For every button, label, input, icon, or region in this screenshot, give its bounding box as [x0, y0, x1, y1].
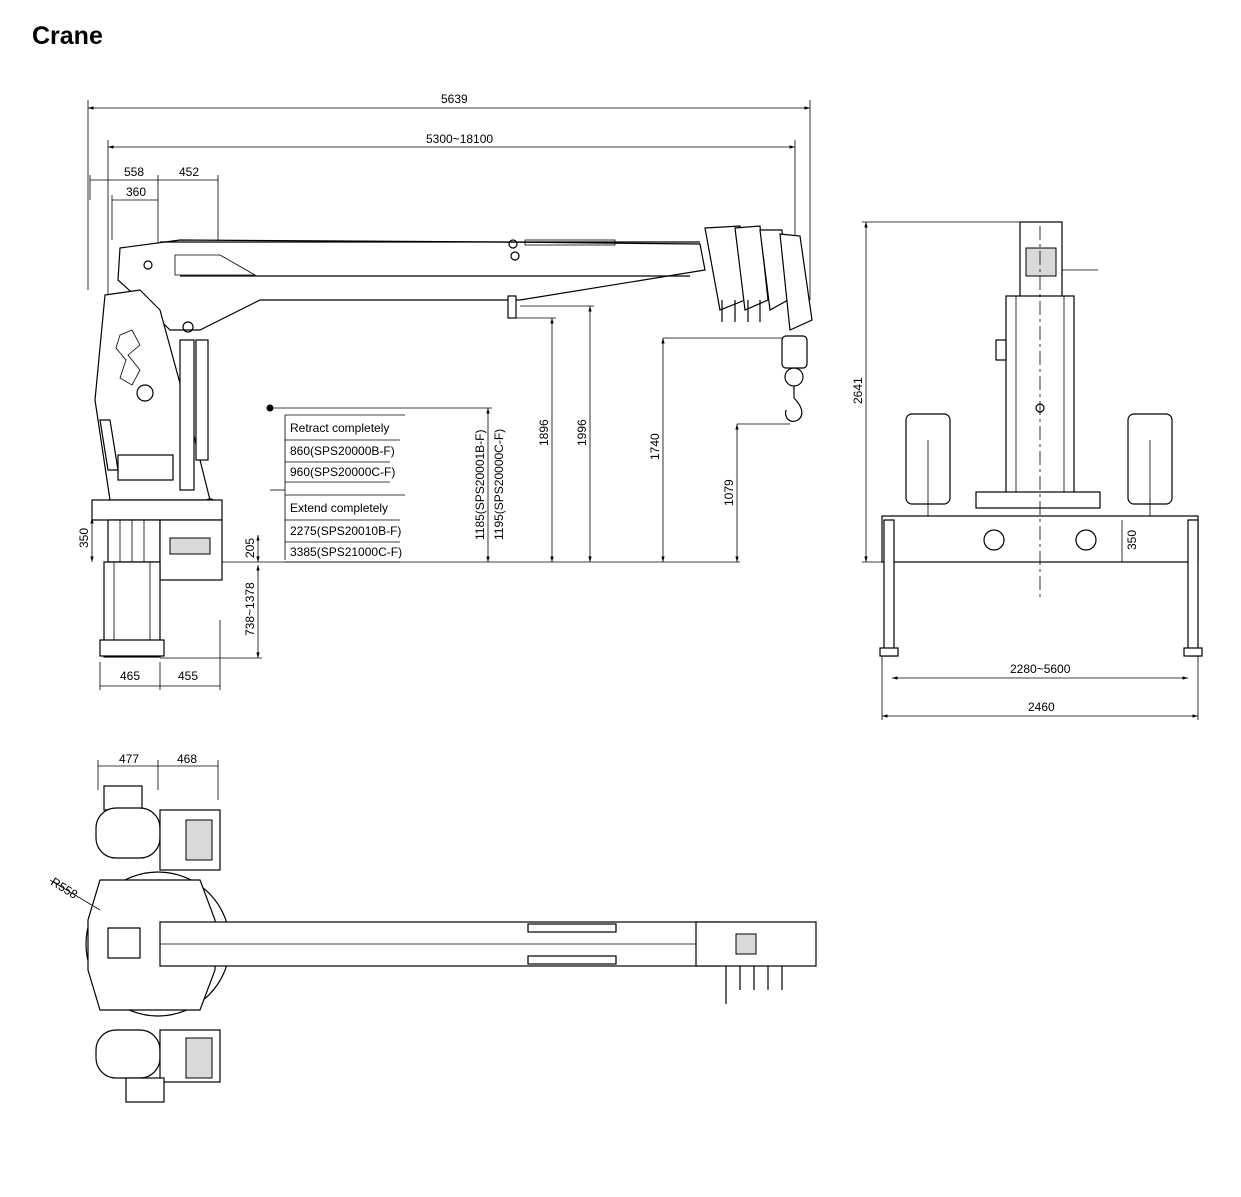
dim-558-label: 558 [124, 165, 144, 179]
hook-icon [781, 335, 808, 422]
mast [94, 260, 217, 512]
dim-205-label: 205 [243, 538, 257, 558]
dim-360-label: 360 [126, 185, 146, 199]
dim-width-label: 2460 [1028, 700, 1055, 714]
dim-1185-label: 1185(SPS20001B-F) [473, 429, 487, 540]
dim-455-label: 455 [178, 669, 198, 683]
dim-360: 360 [111, 185, 158, 240]
dim-reach-label: 5300~18100 [426, 132, 493, 146]
legend-extend-2: 3385(SPS21000C-F) [290, 545, 402, 559]
legend-retract-1: 860(SPS20000B-F) [290, 444, 395, 458]
dim-r558-label: R558 [48, 875, 80, 902]
legend-retract-2: 960(SPS20000C-F) [290, 465, 395, 479]
legend-extend-title: Extend completely [290, 501, 388, 515]
dim-5639: 5639 [87, 92, 811, 300]
dim-1079-label: 1079 [722, 479, 736, 506]
dim-1740-label: 1740 [648, 433, 662, 460]
dim-5639-label: 5639 [441, 92, 468, 106]
stroke-legend: Retract completely 860(SPS20000B-F) 960(… [270, 414, 405, 563]
cylinder-icon [179, 339, 209, 491]
dim-350-label: 350 [77, 528, 91, 548]
legend-retract-title: Retract completely [290, 421, 389, 435]
front-view: 2641 350 2280~5600 2460 [851, 221, 1203, 720]
dim-1896-label: 1896 [537, 419, 551, 446]
dim-468-label: 468 [177, 752, 197, 766]
dim-front-350-label: 350 [1125, 530, 1139, 550]
page-title: Crane [32, 22, 103, 50]
dim-1195-label: 1195(SPS20000C-F) [492, 429, 506, 540]
dim-heights: 350 205 738~1378 1896 1996 1740 1079 118… [77, 305, 790, 659]
dim-477-label: 477 [119, 752, 139, 766]
top-view: 477 468 R558 [48, 752, 817, 1103]
dim-465-label: 465 [120, 669, 140, 683]
dim-outrigger-label: 738~1378 [243, 582, 257, 636]
legend-extend-1: 2275(SPS20010B-F) [290, 524, 401, 538]
dim-span-label: 2280~5600 [1010, 662, 1071, 676]
boom [117, 225, 813, 422]
dim-465-455: 465 455 [99, 620, 221, 690]
side-view: 5639 5300~18100 558 452 360 [77, 92, 813, 690]
dim-1996-label: 1996 [575, 419, 589, 446]
dim-2641-label: 2641 [851, 377, 865, 404]
dim-reach: 5300~18100 [107, 132, 796, 300]
base [91, 499, 223, 658]
dim-452-label: 452 [179, 165, 199, 179]
